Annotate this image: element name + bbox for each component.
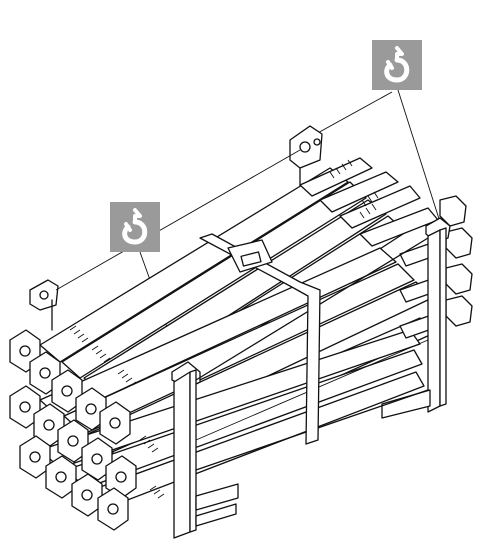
base-plate	[75, 387, 107, 431]
base-plate	[57, 419, 89, 463]
lifting-hook-icon	[122, 208, 148, 245]
lifting-point-badge-right	[372, 40, 422, 90]
base-plate	[81, 437, 113, 481]
base-plate	[45, 455, 77, 499]
front-frame-right	[381, 217, 451, 419]
front-frame-left	[171, 361, 239, 539]
base-plates	[9, 329, 137, 531]
lifting-point-badge-left	[110, 202, 160, 252]
prop-threads	[69, 159, 379, 499]
base-plate	[99, 401, 131, 445]
base-plate	[19, 435, 51, 479]
transport-strap	[199, 233, 321, 445]
base-plate	[97, 487, 129, 531]
base-plate	[105, 455, 137, 499]
head-plates	[439, 195, 473, 327]
lifting-hook-icon	[384, 46, 410, 83]
